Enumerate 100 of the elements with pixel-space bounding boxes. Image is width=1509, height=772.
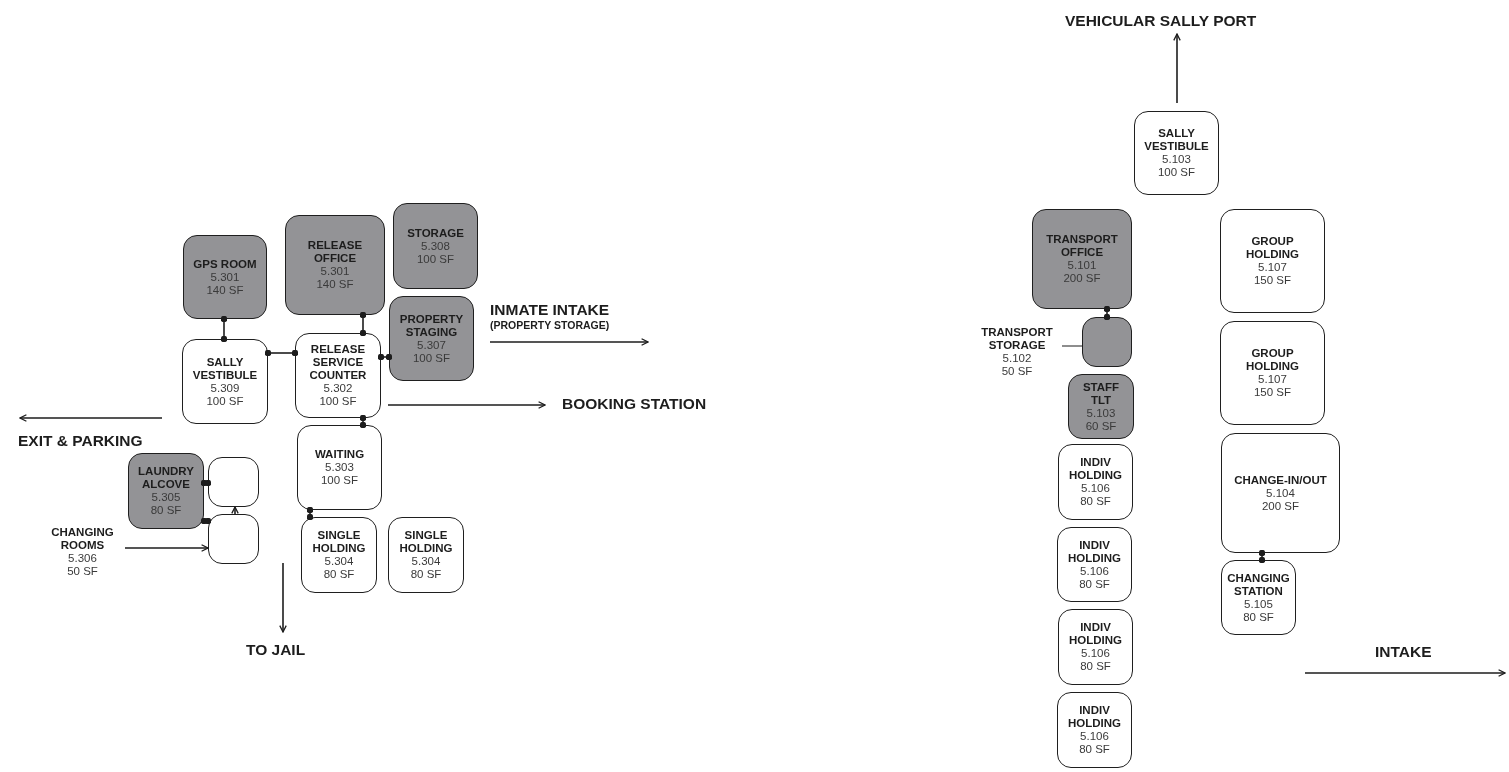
room-name: SALLY VESTIBULE xyxy=(191,355,259,382)
arrow xyxy=(1173,33,1181,104)
room-area: 100 SF xyxy=(320,474,359,487)
room-area: 100 SF xyxy=(412,351,451,365)
connector-line xyxy=(220,315,228,343)
room-area: 50 SF xyxy=(1001,365,1033,378)
room-name: INDIV HOLDING xyxy=(1068,456,1123,482)
room-area: 140 SF xyxy=(206,283,244,297)
room-box xyxy=(389,296,474,381)
leader-line xyxy=(1061,345,1083,347)
room-box xyxy=(1057,692,1132,768)
destination-note: (PROPERTY STORAGE) xyxy=(490,319,610,331)
room-number: 5.105 xyxy=(1244,597,1273,611)
room-name: TRANSPORT STORAGE xyxy=(980,326,1054,352)
room-number: 5.106 xyxy=(1080,564,1109,578)
destination-label: INTAKE xyxy=(1375,643,1432,661)
room-name: TRANSPORT OFFICE xyxy=(1045,233,1119,259)
room-name: INDIV HOLDING xyxy=(1067,538,1122,565)
destination-label: EXIT & PARKING xyxy=(18,432,143,450)
room-name: CHANGING STATION xyxy=(1226,571,1291,598)
room-box xyxy=(285,215,385,315)
room-area: 80 SF xyxy=(1080,495,1111,508)
room-name: SINGLE HOLDING xyxy=(398,529,454,555)
room-box xyxy=(208,457,259,507)
room-number: 5.304 xyxy=(324,555,354,568)
room-number: 5.307 xyxy=(417,338,446,352)
room-number: 5.301 xyxy=(210,270,240,284)
room-area: 60 SF xyxy=(1085,419,1117,433)
room-area: 150 SF xyxy=(1253,386,1292,399)
room-area: 200 SF xyxy=(1261,499,1300,513)
room-name: RELEASE OFFICE xyxy=(306,239,364,265)
room-box xyxy=(297,425,382,510)
room-box xyxy=(393,203,478,289)
room-area: 80 SF xyxy=(150,504,182,517)
room-box xyxy=(1058,609,1133,685)
room-area: 80 SF xyxy=(1079,743,1110,756)
room-number: 5.306 xyxy=(68,552,97,565)
room-number: 5.304 xyxy=(411,555,441,568)
arrow xyxy=(19,414,163,422)
room-name: GROUP HOLDING xyxy=(1245,235,1300,261)
arrow xyxy=(1304,669,1506,677)
room-box xyxy=(295,333,381,418)
room-area: 80 SF xyxy=(1080,660,1111,673)
room-area: 80 SF xyxy=(1243,610,1274,624)
room-number: 5.107 xyxy=(1258,373,1287,386)
connector-line xyxy=(1103,305,1111,321)
connector-line xyxy=(306,506,314,521)
room-number: 5.103 xyxy=(1162,153,1191,166)
room-number: 5.303 xyxy=(325,461,354,474)
destination-label: TO JAIL xyxy=(246,641,306,659)
room-name: SALLY VESTIBULE xyxy=(1143,127,1210,153)
room-box xyxy=(1220,209,1325,313)
room-box xyxy=(208,514,259,564)
room-name: STORAGE xyxy=(407,226,464,240)
room-name: LAUNDRY ALCOVE xyxy=(137,465,195,491)
room-name: GROUP HOLDING xyxy=(1245,347,1300,373)
connector-line xyxy=(264,349,299,357)
room-box xyxy=(1058,444,1133,520)
room-area: 80 SF xyxy=(323,568,355,581)
room-name: WAITING xyxy=(314,448,365,461)
connector-line xyxy=(200,517,212,525)
arrow xyxy=(387,401,546,409)
room-box xyxy=(1032,209,1132,309)
room-box xyxy=(182,339,268,424)
room-number: 5.106 xyxy=(1081,482,1110,495)
connector-line xyxy=(200,479,212,487)
connector-line xyxy=(377,353,393,361)
room-area: 200 SF xyxy=(1063,272,1101,285)
room-name: RELEASE SERVICE COUNTER xyxy=(308,343,368,382)
room-number: 5.305 xyxy=(151,491,181,504)
room-area: 150 SF xyxy=(1253,274,1292,287)
room-area: 100 SF xyxy=(206,394,244,408)
connector-line xyxy=(359,311,367,337)
room-name: SINGLE HOLDING xyxy=(311,529,367,555)
room-box xyxy=(1220,321,1325,425)
room-area: 80 SF xyxy=(1079,577,1110,591)
room-name: CHANGING ROOMS xyxy=(50,526,115,552)
connector-line xyxy=(359,414,367,429)
room-number: 5.106 xyxy=(1081,647,1110,660)
room-box xyxy=(1068,374,1134,439)
room-number: 5.101 xyxy=(1067,259,1097,272)
room-number: 5.102 xyxy=(1002,352,1032,365)
connector-line xyxy=(1258,549,1266,564)
room-box xyxy=(1221,560,1296,635)
room-number: 5.103 xyxy=(1086,406,1116,420)
room-area: 100 SF xyxy=(416,252,455,266)
room-box xyxy=(1134,111,1219,195)
room-name: GPS ROOM xyxy=(193,257,257,271)
room-box xyxy=(1082,317,1132,367)
room-area: 100 SF xyxy=(1157,166,1196,179)
destination-label: VEHICULAR SALLY PORT xyxy=(1065,12,1257,30)
room-number: 5.104 xyxy=(1266,486,1295,500)
room-name: STAFF TLT xyxy=(1081,380,1121,407)
room-area: 80 SF xyxy=(410,568,442,581)
destination-label: BOOKING STATION xyxy=(562,395,707,413)
room-box xyxy=(1221,433,1340,553)
arrow xyxy=(279,562,287,633)
arrow xyxy=(231,506,239,515)
room-box xyxy=(388,517,464,593)
room-name: PROPERTY STAGING xyxy=(398,312,465,339)
